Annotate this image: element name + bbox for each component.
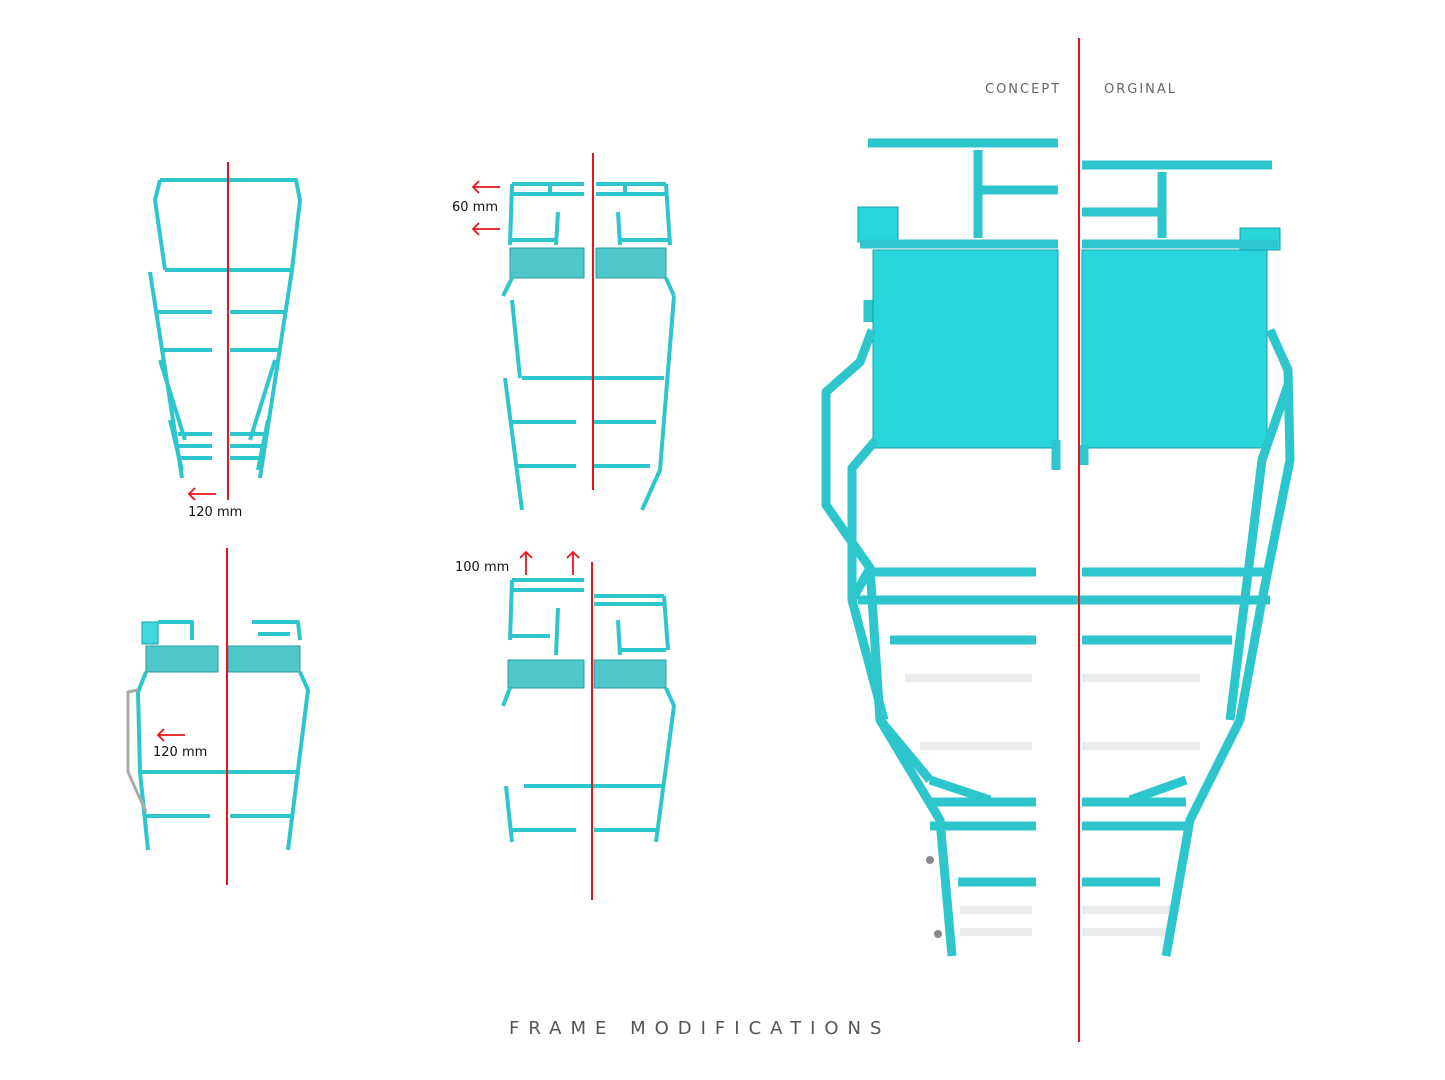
concept-label: CONCEPT xyxy=(985,82,1061,97)
frame-view-top-left: 120 mm xyxy=(148,162,302,520)
frame-comparison-large: CONCEPT ORGINAL xyxy=(821,38,1295,1042)
frame-view-bottom-middle: 100 mm xyxy=(455,550,676,900)
offset-label: 60 mm xyxy=(452,200,498,215)
original-label: ORGINAL xyxy=(1104,82,1177,97)
arrow-left-icon xyxy=(156,728,185,742)
page-title: FRAME MODIFICATIONS xyxy=(509,1018,890,1039)
arrow-left-icon xyxy=(471,222,500,236)
arrow-up-icon xyxy=(566,550,580,575)
arrow-left-icon xyxy=(471,180,500,194)
arrow-left-icon xyxy=(187,487,216,501)
arrow-up-icon xyxy=(519,550,533,575)
frame-view-bottom-left: 120 mm xyxy=(126,548,310,885)
frame-view-top-middle: 60 mm xyxy=(452,153,676,511)
offset-label: 120 mm xyxy=(188,505,242,520)
offset-label: 100 mm xyxy=(455,560,509,575)
offset-label: 120 mm xyxy=(153,745,207,760)
